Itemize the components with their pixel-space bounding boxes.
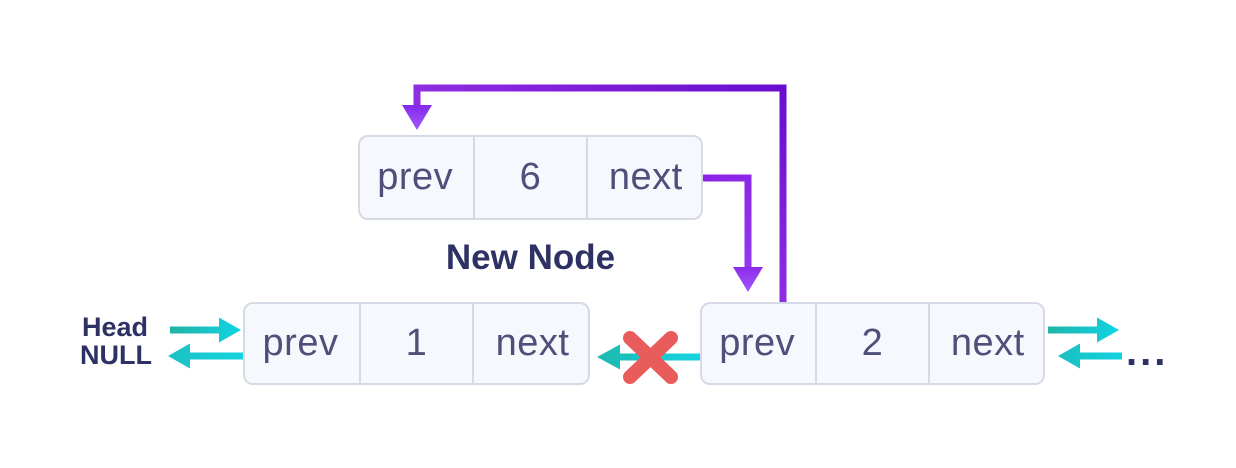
node2-prev-to-new-node-arrow bbox=[402, 84, 787, 302]
value-cell: 6 bbox=[473, 137, 588, 218]
arrowhead-left-icon bbox=[168, 343, 190, 369]
node-2: prev 2 next bbox=[700, 302, 1045, 385]
next-cell: next bbox=[950, 322, 1025, 364]
prev-cell: prev bbox=[719, 322, 796, 364]
arrowhead-down-icon bbox=[402, 105, 432, 130]
head-pointer-arrow bbox=[170, 317, 241, 343]
prev-cell: prev bbox=[262, 322, 339, 364]
next-cell: next bbox=[608, 156, 683, 198]
head-label: Head bbox=[82, 312, 149, 342]
new-node-caption: New Node bbox=[445, 238, 616, 277]
node1-prev-to-null-arrow bbox=[168, 343, 243, 369]
broken-node2-prev-link-arrow bbox=[597, 331, 700, 384]
list-continues-ellipsis: ... bbox=[1126, 330, 1169, 374]
new-node-next-to-node2-arrow bbox=[703, 174, 763, 292]
broken-link-x-icon bbox=[623, 331, 678, 384]
null-label: NULL bbox=[80, 340, 152, 370]
node2-next-link-arrow bbox=[1048, 317, 1119, 343]
value-cell: 2 bbox=[815, 304, 930, 383]
arrowhead-left-icon bbox=[1058, 343, 1080, 369]
value-cell: 1 bbox=[359, 304, 474, 383]
arrowhead-right-icon bbox=[219, 317, 241, 343]
arrowhead-down-icon bbox=[733, 267, 763, 292]
arrowhead-left-icon bbox=[597, 344, 620, 370]
back-link-to-node2-arrow bbox=[1058, 343, 1122, 369]
arrowhead-right-icon bbox=[1097, 317, 1119, 343]
next-cell: next bbox=[495, 322, 570, 364]
new-node: prev 6 next bbox=[358, 135, 703, 220]
node-1: prev 1 next bbox=[243, 302, 590, 385]
prev-cell: prev bbox=[377, 156, 454, 198]
